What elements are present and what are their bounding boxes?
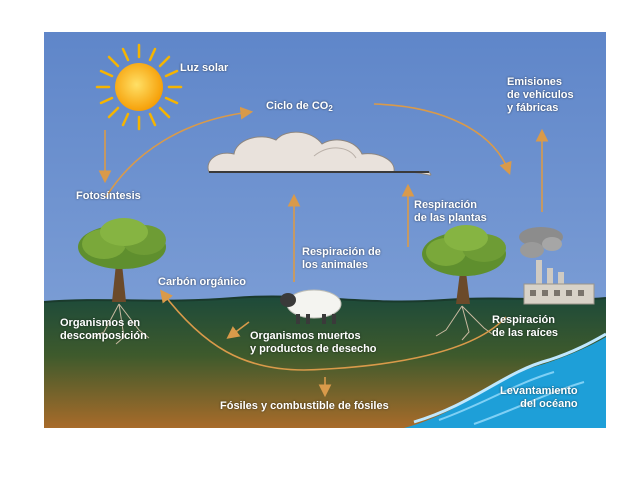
diagram-artwork [44, 32, 606, 428]
sun-icon [95, 43, 183, 131]
label-emissions: Emisiones de vehículos y fábricas [507, 76, 574, 114]
sheep-icon [280, 289, 342, 324]
ground-layer [44, 296, 606, 428]
cloud-icon [207, 131, 432, 176]
label-photosynthesis: Fotosíntesis [76, 190, 141, 202]
label-sunlight: Luz solar [180, 62, 229, 74]
label-decomposing-organisms: Organismos en descomposición [60, 317, 147, 342]
label-animal-respiration: Respiración de los animales [302, 246, 381, 271]
factory-icon [519, 227, 595, 305]
label-root-respiration: Respiración de las raíces [492, 314, 559, 339]
label-fossils: Fósiles y combustible de fósiles [220, 400, 389, 412]
label-organic-carbon: Carbón orgánico [158, 276, 247, 288]
flow-arrows [98, 103, 549, 398]
tree-icon [422, 225, 506, 341]
tree-icon [78, 218, 166, 345]
label-dead-organisms: Organismos muertos y productos de desech… [250, 330, 377, 355]
carbon-cycle-diagram: Luz solar Ciclo de CO2 Emisiones de vehí… [44, 32, 606, 428]
label-cycle-title: Ciclo de CO2 [266, 100, 333, 113]
arrow-cycle-right [373, 103, 512, 175]
arrow-cycle-left [105, 106, 254, 198]
arrow-dead-organisms [226, 321, 250, 339]
label-plant-respiration: Respiración de las plantas [414, 199, 487, 224]
label-ocean-uplift: Levantamiento del océano [500, 385, 578, 410]
ocean-icon [404, 332, 606, 428]
arrow-ground-cycle [160, 289, 507, 371]
